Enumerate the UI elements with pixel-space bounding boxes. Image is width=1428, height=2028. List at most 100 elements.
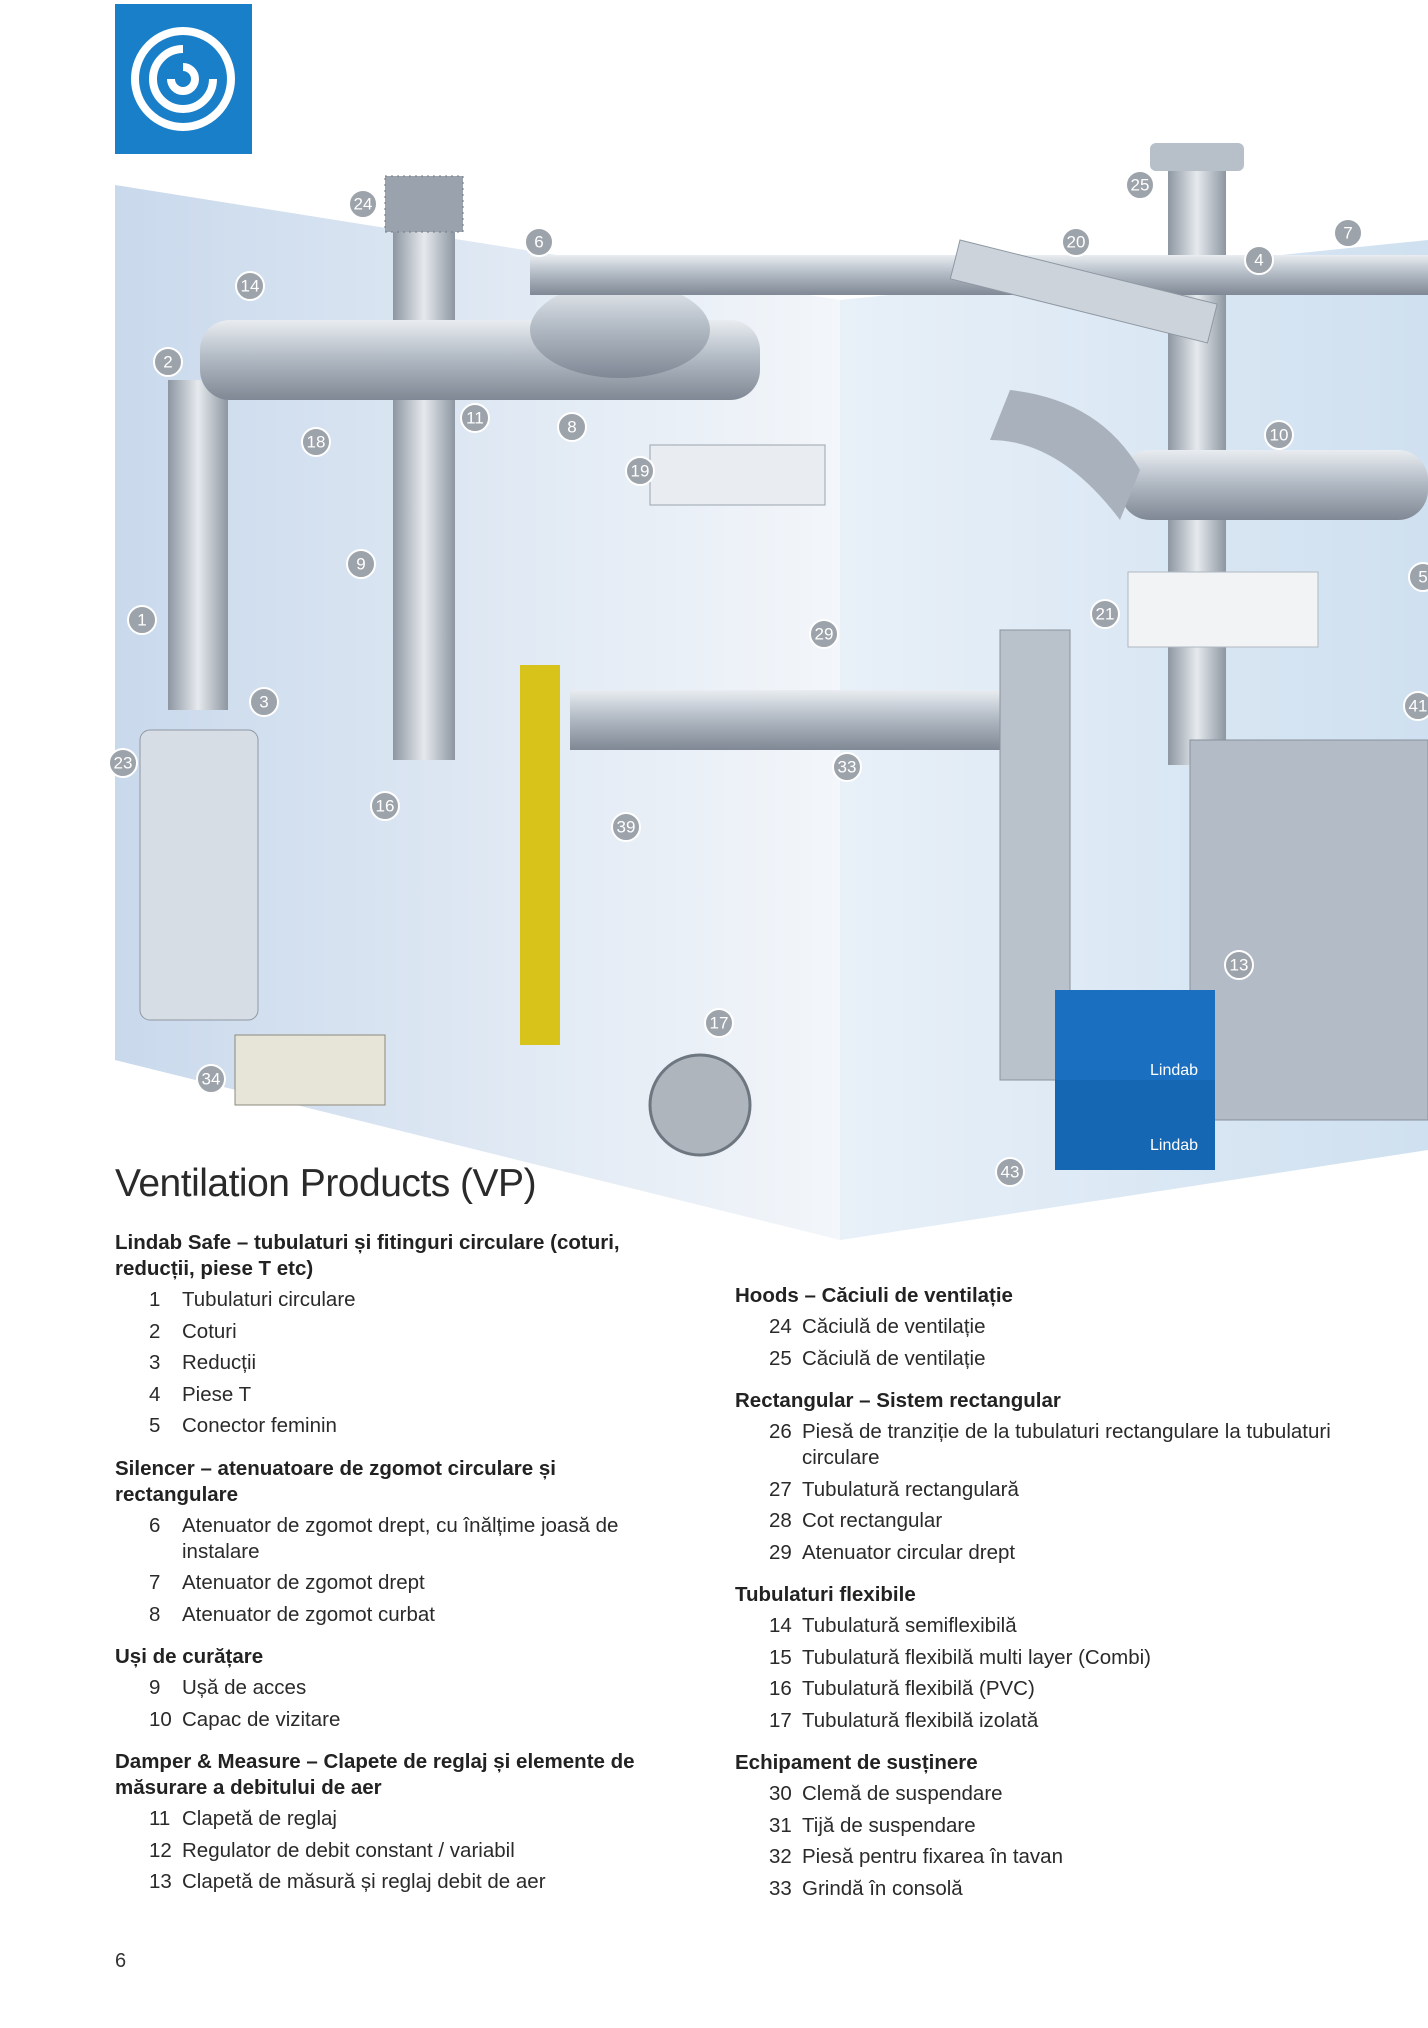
air-handling-unit: [1189, 739, 1428, 1121]
callout-9: 9: [346, 549, 376, 579]
item-number: 25: [769, 1346, 792, 1370]
hood-24: [384, 175, 464, 233]
callout-21: 21: [1090, 599, 1120, 629]
item-number: 24: [769, 1315, 792, 1338]
item-label: Căciulă de ventilație: [802, 1346, 986, 1370]
callout-number: 34: [202, 1070, 221, 1089]
callout-marker: [1264, 420, 1294, 450]
list-item: 13 Clapetă de măsură și reglaj debit de a…: [115, 1866, 675, 1898]
lindab-box-2: [1055, 1080, 1215, 1170]
item-number: 31: [769, 1813, 792, 1837]
item-number: 10: [149, 1707, 172, 1731]
callout-marker: [1408, 562, 1428, 592]
callout-number: 20: [1067, 233, 1086, 252]
callout-19: 19: [625, 456, 655, 486]
callout-marker: [460, 403, 490, 433]
diffuser-19: [649, 444, 826, 506]
product-section: Lindab Safe – tubulaturi și fitinguri ci…: [115, 1230, 675, 1442]
item-number: 17: [769, 1708, 792, 1732]
item-number: 30: [769, 1782, 792, 1805]
callout-number: 16: [376, 797, 395, 816]
list-item: 10 Capac de vizitare: [115, 1704, 675, 1736]
item-label: Capac de vizitare: [182, 1707, 341, 1731]
item-number: 11: [149, 1807, 171, 1830]
callout-marker: [557, 412, 587, 442]
callout-8: 8: [557, 412, 587, 442]
callout-marker: [1403, 691, 1428, 721]
hood-25: [1150, 143, 1244, 171]
item-label: Atenuator circular drept: [802, 1540, 1016, 1564]
item-label: Cot rectangular: [802, 1509, 943, 1532]
lindab-logo-icon: [131, 27, 235, 131]
callout-17: 17: [704, 1008, 734, 1038]
callout-20: 20: [1061, 227, 1091, 257]
insulation-roll-39: [520, 665, 560, 1045]
callout-marker: [348, 189, 378, 219]
item-label: Clapetă de măsură și reglaj debit de aer: [182, 1870, 546, 1893]
callout-marker: [809, 619, 839, 649]
callout-number: 7: [1343, 224, 1352, 243]
item-number: 13: [149, 1870, 172, 1893]
callout-number: 24: [354, 195, 373, 214]
callout-marker: [1061, 227, 1091, 257]
item-number: 16: [769, 1677, 792, 1700]
callout-1: 1: [127, 605, 157, 635]
vertical-pipe-1: [168, 380, 228, 710]
callout-marker: [625, 456, 655, 486]
callout-marker: [1224, 950, 1254, 980]
list-item: 33 Grindă în consolă: [735, 1873, 1335, 1905]
callout-marker: [127, 605, 157, 635]
callout-16: 16: [370, 791, 400, 821]
item-label: Piese T: [182, 1382, 252, 1406]
product-section: Damper & Measure – Clapete de reglaj și …: [115, 1749, 675, 1898]
callout-marker: [832, 752, 862, 782]
list-item: 5 Conector feminin: [115, 1410, 675, 1442]
callout-34: 34: [196, 1064, 226, 1094]
item-label: Coturi: [182, 1319, 237, 1343]
item-number: 5: [149, 1414, 161, 1437]
callout-number: 4: [1254, 251, 1263, 270]
item-number: 2: [149, 1319, 161, 1343]
callout-number: 19: [631, 462, 650, 481]
silencer-8: [530, 282, 710, 378]
item-label: Atenuator de zgomot curbat: [182, 1602, 435, 1626]
item-label: Clemă de suspendare: [802, 1782, 1003, 1805]
section-heading: Uși de curățare: [115, 1645, 264, 1668]
section-heading: Tubulaturi flexibile: [735, 1583, 916, 1606]
page-number: 6: [115, 1950, 127, 1972]
callout-41: 41: [1403, 691, 1428, 721]
item-number: 33: [769, 1876, 792, 1900]
item-label: Ușă de acces: [182, 1676, 307, 1699]
callout-2: 2: [153, 347, 183, 377]
callout-25: 25: [1125, 170, 1155, 200]
callout-marker: [108, 748, 138, 778]
item-number: 15: [769, 1645, 792, 1669]
callout-marker: [370, 791, 400, 821]
callout-10: 10: [1264, 420, 1294, 450]
item-label: Grindă în consolă: [802, 1876, 963, 1900]
callout-3: 3: [249, 687, 279, 717]
callout-marker: [1090, 599, 1120, 629]
section-heading: Silencer – atenuatoare de zgomot circula…: [115, 1456, 556, 1506]
callout-marker: [524, 227, 554, 257]
item-label: Piesă pentru fixarea în tavan: [802, 1845, 1063, 1868]
callout-6: 6: [524, 227, 554, 257]
item-label: Conector feminin: [182, 1414, 337, 1437]
callout-marker: [1333, 218, 1363, 248]
callout-number: 8: [567, 418, 576, 437]
callout-14: 14: [235, 271, 265, 301]
callout-number: 14: [241, 277, 260, 296]
